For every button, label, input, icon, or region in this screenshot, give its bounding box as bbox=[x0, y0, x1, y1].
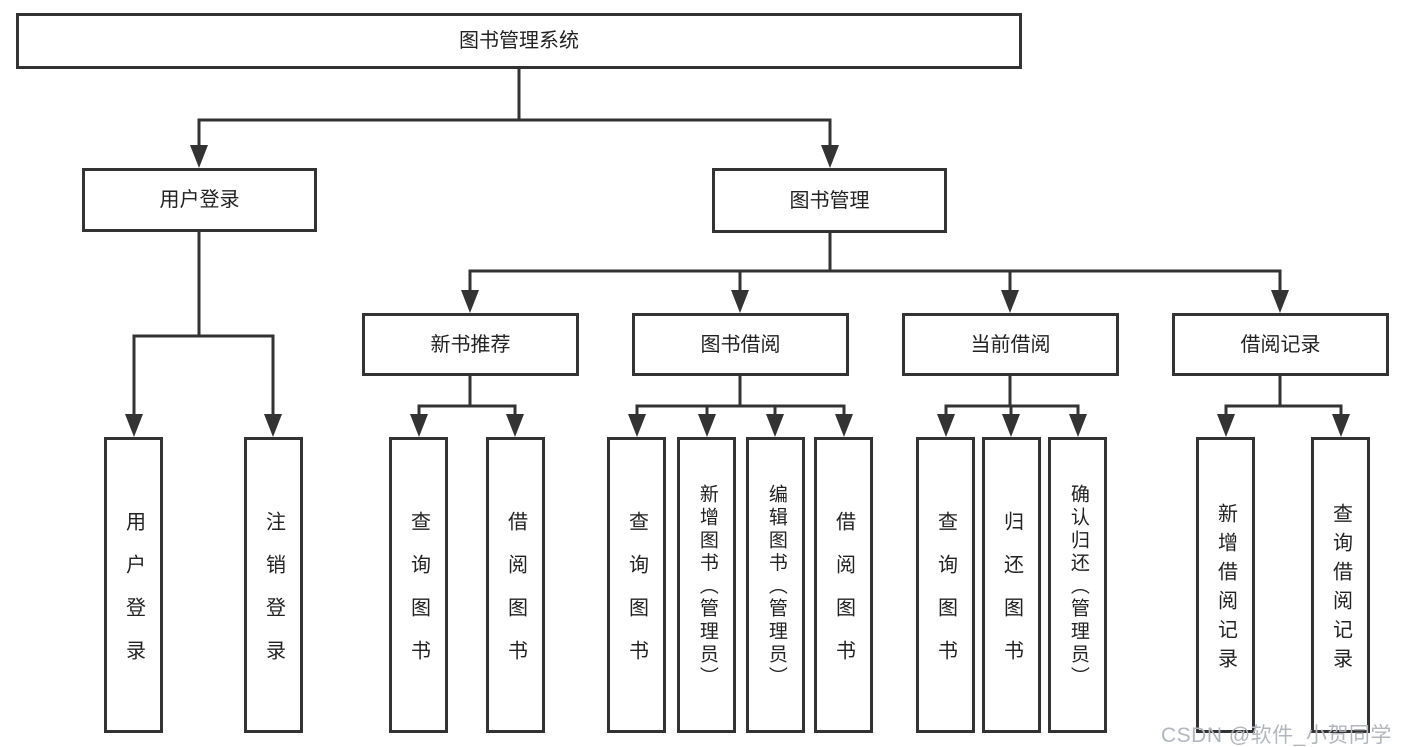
leaf-return-book-label: 归还图书 bbox=[1000, 510, 1023, 683]
leaf-add-borrow-record: 新增借阅记录 bbox=[1196, 437, 1255, 733]
node-book-management-label: 图书管理 bbox=[789, 189, 870, 212]
node-user-login: 用户登录 bbox=[82, 168, 317, 232]
node-current-borrow: 当前借阅 bbox=[902, 313, 1119, 376]
node-new-book-recommend: 新书推荐 bbox=[362, 313, 579, 376]
leaf-user-login: 用户登录 bbox=[104, 437, 163, 733]
leaf-add-book-admin: 新增图书（管理员） bbox=[677, 437, 736, 733]
node-book-borrow: 图书借阅 bbox=[632, 313, 849, 376]
leaf-query-borrow-record-label: 查询借阅记录 bbox=[1329, 502, 1352, 677]
leaf-add-borrow-record-label: 新增借阅记录 bbox=[1214, 502, 1237, 677]
node-root: 图书管理系统 bbox=[16, 13, 1022, 69]
leaf-borrow-book-label: 借阅图书 bbox=[832, 510, 855, 683]
leaf-logout-label: 注销登录 bbox=[262, 510, 285, 683]
leaf-borrow-book-recommend-label: 借阅图书 bbox=[504, 510, 527, 683]
leaf-query-borrow-record: 查询借阅记录 bbox=[1311, 437, 1370, 733]
arrowheads bbox=[125, 145, 1350, 437]
node-current-borrow-label: 当前借阅 bbox=[970, 333, 1051, 356]
leaf-add-book-admin-label: 新增图书（管理员） bbox=[696, 484, 718, 690]
node-book-management: 图书管理 bbox=[712, 168, 947, 233]
leaf-return-book: 归还图书 bbox=[982, 437, 1041, 733]
node-user-login-label: 用户登录 bbox=[159, 189, 240, 211]
leaf-borrow-book-recommend: 借阅图书 bbox=[486, 437, 545, 733]
node-borrow-records-label: 借阅记录 bbox=[1240, 333, 1321, 356]
node-root-label: 图书管理系统 bbox=[459, 30, 579, 52]
leaf-query-book-recommend-label: 查询图书 bbox=[407, 510, 430, 683]
node-new-book-recommend-label: 新书推荐 bbox=[430, 333, 511, 356]
leaf-confirm-return-admin-label: 确认归还（管理员） bbox=[1067, 484, 1089, 690]
leaf-query-book-borrow: 查询图书 bbox=[607, 437, 666, 733]
leaf-borrow-book: 借阅图书 bbox=[814, 437, 873, 733]
node-book-borrow-label: 图书借阅 bbox=[700, 333, 781, 356]
leaf-confirm-return-admin: 确认归还（管理员） bbox=[1048, 437, 1107, 733]
leaf-edit-book-admin-label: 编辑图书（管理员） bbox=[765, 484, 787, 690]
leaf-query-book-current: 查询图书 bbox=[916, 437, 975, 733]
leaf-edit-book-admin: 编辑图书（管理员） bbox=[746, 437, 805, 733]
leaf-logout: 注销登录 bbox=[244, 437, 303, 733]
node-borrow-records: 借阅记录 bbox=[1172, 313, 1389, 376]
leaf-query-book-recommend: 查询图书 bbox=[389, 437, 448, 733]
leaf-query-book-current-label: 查询图书 bbox=[934, 510, 957, 683]
leaf-user-login-label: 用户登录 bbox=[122, 510, 145, 683]
leaf-query-book-borrow-label: 查询图书 bbox=[625, 510, 648, 683]
csdn-watermark: CSDN @软件_小贺同学 bbox=[1161, 724, 1392, 747]
